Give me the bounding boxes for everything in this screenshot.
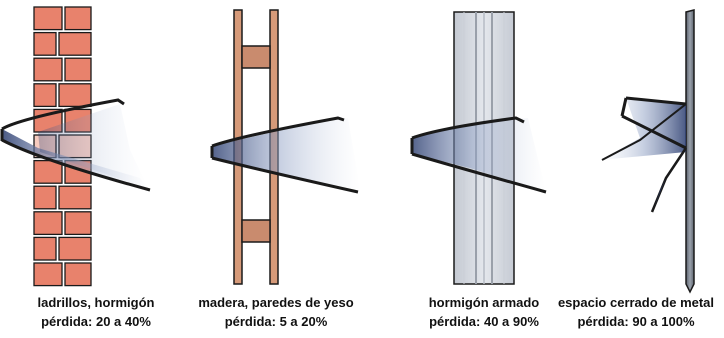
caption-wood: madera, paredes de yeso pérdida: 5 a 20% bbox=[176, 293, 376, 331]
brick bbox=[64, 262, 92, 287]
signal-beam-concrete bbox=[410, 116, 547, 194]
caption-bricks: ladrillos, hormigón pérdida: 20 a 40% bbox=[0, 293, 196, 331]
caption-concrete-material: hormigón armado bbox=[428, 295, 540, 310]
brick bbox=[33, 211, 63, 236]
signal-beam-wood bbox=[210, 116, 360, 194]
caption-metal-loss: pérdida: 90 a 100% bbox=[577, 314, 695, 329]
caption-metal: espacio cerrado de metal pérdida: 90 a 1… bbox=[536, 293, 724, 331]
brick bbox=[58, 31, 92, 56]
brick bbox=[33, 6, 63, 31]
brick bbox=[58, 83, 92, 108]
caption-bricks-loss: pérdida: 20 a 40% bbox=[41, 314, 151, 329]
caption-bricks-material: ladrillos, hormigón bbox=[37, 295, 155, 310]
brick bbox=[64, 57, 92, 82]
brick bbox=[33, 31, 57, 56]
signal-beam-brick bbox=[0, 98, 151, 192]
signal-beam-metal bbox=[600, 96, 688, 213]
metal-wall-icon bbox=[685, 9, 695, 294]
caption-wood-loss: pérdida: 5 a 20% bbox=[224, 314, 328, 329]
brick bbox=[33, 185, 57, 210]
brick bbox=[64, 211, 92, 236]
brick bbox=[33, 83, 57, 108]
caption-wood-material: madera, paredes de yeso bbox=[198, 295, 354, 310]
brick bbox=[33, 236, 57, 261]
caption-concrete-loss: pérdida: 40 a 90% bbox=[429, 314, 539, 329]
brick bbox=[64, 6, 92, 31]
caption-metal-material: espacio cerrado de metal bbox=[557, 295, 715, 310]
brick bbox=[33, 57, 63, 82]
brick bbox=[33, 262, 63, 287]
brick bbox=[58, 236, 92, 261]
caption-concrete: hormigón armado pérdida: 40 a 90% bbox=[384, 293, 584, 331]
brick bbox=[58, 185, 92, 210]
